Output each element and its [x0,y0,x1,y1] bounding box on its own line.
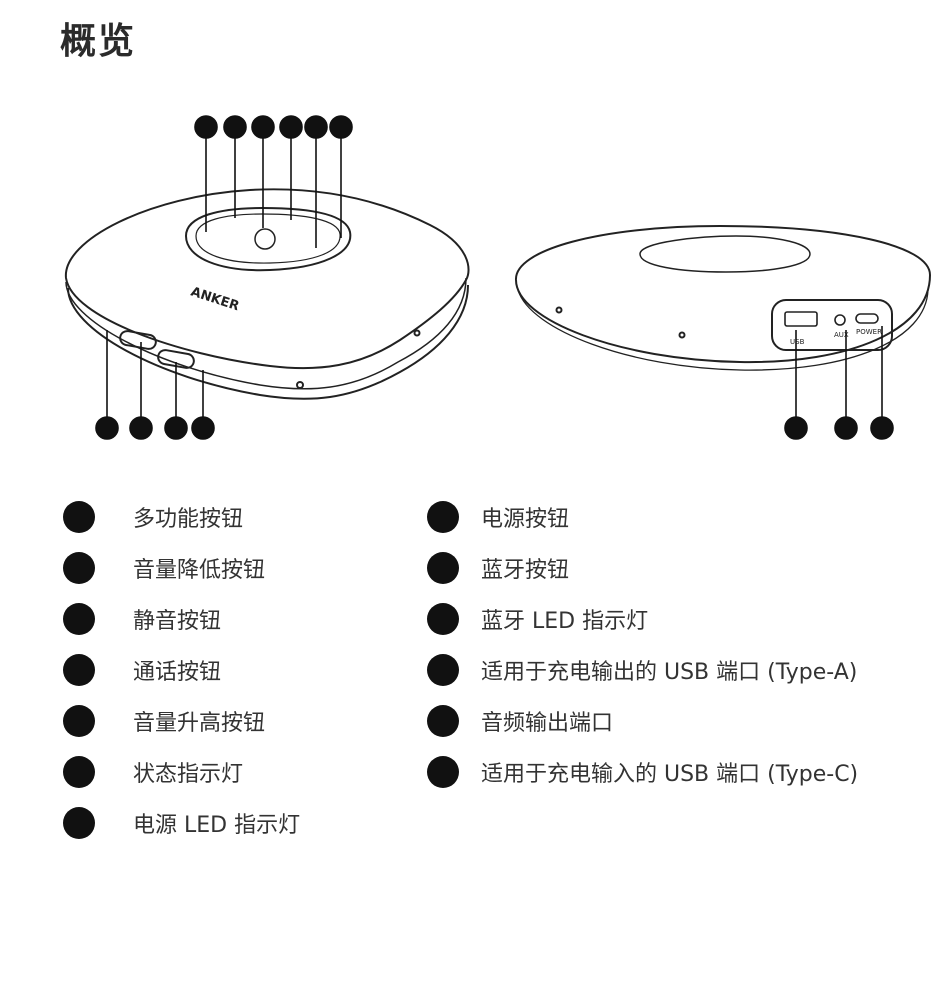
callout-marker [427,501,459,533]
legend-label: 电源按钮 [481,501,569,533]
legend-label: 音频输出端口 [481,705,613,737]
legend-item: 多功能按钮 [63,497,243,537]
brand-logo: ANKER [189,285,241,315]
speakerphone-side-view [516,226,930,370]
callout-marker [63,603,95,635]
legend-item: 静音按钮 [63,599,221,639]
legend-label: 状态指示灯 [133,756,243,788]
legend-label: 蓝牙 LED 指示灯 [481,603,648,635]
callout-marker [427,756,459,788]
callout-marker [63,807,95,839]
device-illustration: ANKER USB AU [0,95,950,455]
legend-label: 音量升高按钮 [133,705,265,737]
legend-item: 通话按钮 [63,650,221,690]
callout-marker [63,501,95,533]
callout-marker [63,654,95,686]
legend-label: 适用于充电输出的 USB 端口 (Type-A) [481,654,857,686]
legend-item: 适用于充电输出的 USB 端口 (Type-A) [427,650,857,690]
legend-item: 音频输出端口 [427,701,613,741]
legend-item: 适用于充电输入的 USB 端口 (Type-C) [427,752,858,792]
legend-item: 蓝牙按钮 [427,548,569,588]
power-port-label: POWER [856,328,882,336]
legend-item: 音量降低按钮 [63,548,265,588]
legend-item: 蓝牙 LED 指示灯 [427,599,648,639]
legend-label: 适用于充电输入的 USB 端口 (Type-C) [481,756,858,788]
callout-marker [63,756,95,788]
legend-label: 音量降低按钮 [133,552,265,584]
legend-label: 静音按钮 [133,603,221,635]
legend-label: 蓝牙按钮 [481,552,569,584]
legend-item: 状态指示灯 [63,752,243,792]
legend-label: 电源 LED 指示灯 [133,807,300,839]
callout-marker [427,654,459,686]
callout-marker [63,552,95,584]
callout-marker [427,552,459,584]
legend-item: 音量升高按钮 [63,701,265,741]
legend-label: 多功能按钮 [133,501,243,533]
usb-port-label: USB [790,338,805,346]
legend-item: 电源 LED 指示灯 [63,803,300,843]
legend-label: 通话按钮 [133,654,221,686]
speakerphone-top-view [66,189,469,399]
legend-item: 电源按钮 [427,497,569,537]
callouts-top [195,116,352,248]
callout-marker [427,603,459,635]
page-title: 概览 [60,12,136,64]
callout-marker [427,705,459,737]
callout-marker [63,705,95,737]
